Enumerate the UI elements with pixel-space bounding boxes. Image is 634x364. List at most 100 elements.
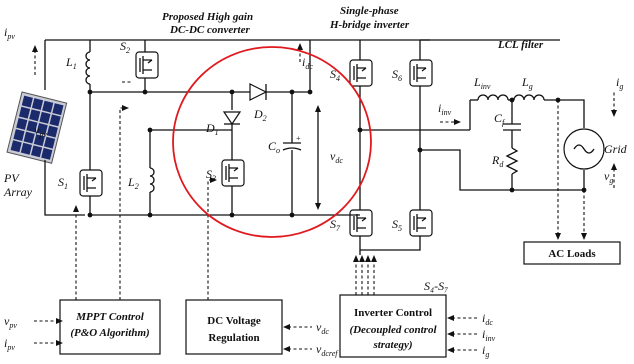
- resistor-Rd: [505, 147, 519, 175]
- mppt-label-2: (P&O Algorithm): [70, 327, 149, 339]
- pv-cell: [31, 98, 44, 111]
- svg-text:iinv: iinv: [438, 101, 452, 117]
- svg-text:Co: Co: [268, 139, 280, 155]
- pv-cell: [26, 120, 38, 133]
- svg-text:Linv: Linv: [473, 75, 491, 91]
- control-input-label: vdc: [316, 320, 329, 336]
- converter-title-1: Proposed High gain: [162, 11, 253, 23]
- switch-S2: [135, 51, 159, 79]
- svg-text:S4: S4: [330, 67, 340, 83]
- D1-label: D: [205, 121, 215, 135]
- Cf-label: C: [494, 111, 503, 125]
- pv-cell: [43, 136, 56, 149]
- svg-text:idc: idc: [302, 55, 313, 71]
- vdc-label: v: [330, 149, 336, 163]
- pv-cell: [16, 117, 28, 130]
- Lg-label: L: [521, 75, 529, 89]
- mppt-control-block: [59, 299, 161, 355]
- vg-label: v: [604, 169, 610, 183]
- svg-text:S2: S2: [120, 39, 130, 55]
- svg-text:L1: L1: [65, 55, 77, 71]
- switch-S6: [409, 59, 433, 87]
- L2-label: L: [127, 175, 135, 189]
- svg-text:ig: ig: [616, 75, 623, 91]
- S6-label: S: [392, 67, 398, 81]
- pv-cell: [49, 114, 61, 127]
- pv-cell: [33, 134, 45, 147]
- inductor-Lg: [513, 94, 545, 101]
- S2-label: S: [120, 39, 126, 53]
- S1-label: S: [58, 175, 64, 189]
- svg-text:S5: S5: [392, 217, 402, 233]
- svg-text:D1: D1: [205, 121, 219, 137]
- L1-label: L: [65, 55, 73, 69]
- inductor-L2: [149, 167, 155, 193]
- vpv-label: v: [34, 123, 40, 137]
- svg-text:vg: vg: [604, 169, 613, 185]
- inv-label-2: (Decoupled control: [349, 324, 437, 336]
- pv-cell: [23, 131, 35, 144]
- svg-text:S3: S3: [206, 167, 216, 183]
- dc-voltage-regulation-block: [185, 299, 283, 355]
- pv-cell: [31, 145, 43, 158]
- control-input-label: iinv: [482, 327, 496, 343]
- pv-cell: [41, 147, 53, 160]
- pv-cell: [10, 140, 22, 153]
- svg-text:Cf: Cf: [494, 111, 506, 127]
- svg-text:Rd: Rd: [491, 153, 504, 169]
- pv-cell: [39, 111, 51, 124]
- control-input-label: idc: [482, 311, 493, 327]
- pv-label-2: Array: [3, 185, 33, 199]
- S5-label: S: [392, 217, 398, 231]
- switch-S7: [349, 209, 373, 237]
- pv-cell: [18, 106, 31, 119]
- svg-text:Lg: Lg: [521, 75, 533, 91]
- pv-cell: [52, 103, 64, 116]
- inv-label-1: Inverter Control: [354, 307, 432, 319]
- svg-text:S1: S1: [58, 175, 68, 191]
- switch-S5: [409, 209, 433, 237]
- control-input-label: vdcref: [316, 342, 339, 358]
- inv-label-3: strategy): [372, 339, 412, 351]
- diode-D2: [249, 83, 268, 101]
- iinv-label: i: [438, 101, 441, 115]
- dcv-label-2: Regulation: [208, 332, 259, 344]
- pv-cell: [42, 100, 54, 113]
- switch-S1: [79, 169, 103, 197]
- ac-loads-label: AC Loads: [548, 248, 596, 260]
- ac-loads-block: [523, 241, 621, 265]
- control-input-label: vpv: [4, 314, 17, 330]
- pv-cell: [29, 109, 41, 122]
- Linv-label: L: [473, 75, 481, 89]
- grid-label: Grid: [604, 142, 628, 156]
- pv-cell: [20, 142, 32, 155]
- switch-S4: [349, 59, 373, 87]
- S7-label: S: [330, 217, 336, 231]
- diode-D1: [222, 111, 242, 126]
- svg-text:vdc: vdc: [330, 149, 343, 165]
- inverter-control-block: [339, 294, 447, 358]
- svg-text:D2: D2: [253, 107, 267, 123]
- S4-label: S: [330, 67, 336, 81]
- inductor-L1: [85, 51, 91, 85]
- ipv-label: i: [4, 25, 7, 39]
- Rd-label: R: [491, 153, 500, 167]
- grid-source: [563, 128, 605, 170]
- svg-text:S6: S6: [392, 67, 402, 83]
- control-input-label: ig: [482, 343, 489, 359]
- pv-cell: [21, 95, 33, 108]
- pv-label-1: PV: [3, 171, 20, 185]
- pv-cell: [36, 123, 48, 135]
- inductor-Linv: [477, 94, 509, 101]
- switch-S3: [221, 159, 245, 187]
- D2-label: D: [253, 107, 263, 121]
- inverter-title-2: H-bridge inverter: [329, 19, 410, 31]
- S3-label: S: [206, 167, 212, 181]
- highlight-circle: [172, 46, 372, 238]
- ig-label: i: [616, 75, 619, 89]
- pv-cell: [46, 125, 58, 138]
